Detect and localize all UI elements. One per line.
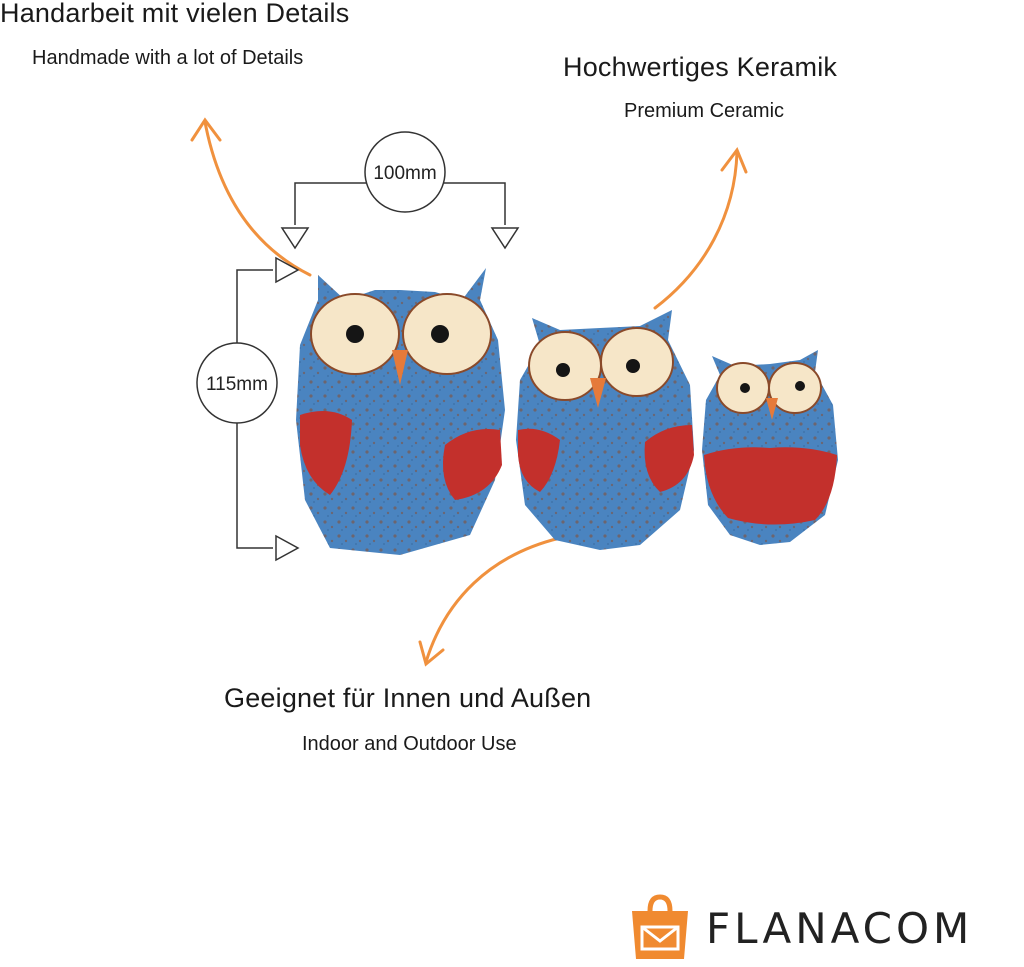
use-caption-de: Geeignet für Innen und Außen — [224, 683, 592, 713]
brand-name: FLANACOM — [706, 903, 974, 953]
handmade-caption-de: Handarbeit mit vielen Details — [0, 0, 350, 28]
arrow-handmade — [190, 117, 312, 277]
arrow-ceramic — [653, 146, 748, 310]
owl-medium — [516, 310, 694, 550]
brand-logo: FLANACOM — [628, 893, 973, 963]
ceramic-caption-en: Premium Ceramic — [624, 100, 785, 122]
shopping-bag-icon — [632, 894, 688, 959]
owl-large — [296, 268, 505, 555]
height-label: 115mm — [206, 374, 268, 395]
height-dimension — [196, 256, 300, 562]
width-dimension — [280, 131, 520, 250]
arrow-use — [418, 536, 562, 667]
handmade-caption-en: Handmade with a lot of Details — [32, 47, 304, 69]
ceramic-caption-de: Hochwertiges Keramik — [563, 52, 838, 82]
use-caption-en: Indoor and Outdoor Use — [302, 733, 517, 755]
owl-small — [702, 350, 838, 545]
width-label: 100mm — [373, 163, 436, 184]
